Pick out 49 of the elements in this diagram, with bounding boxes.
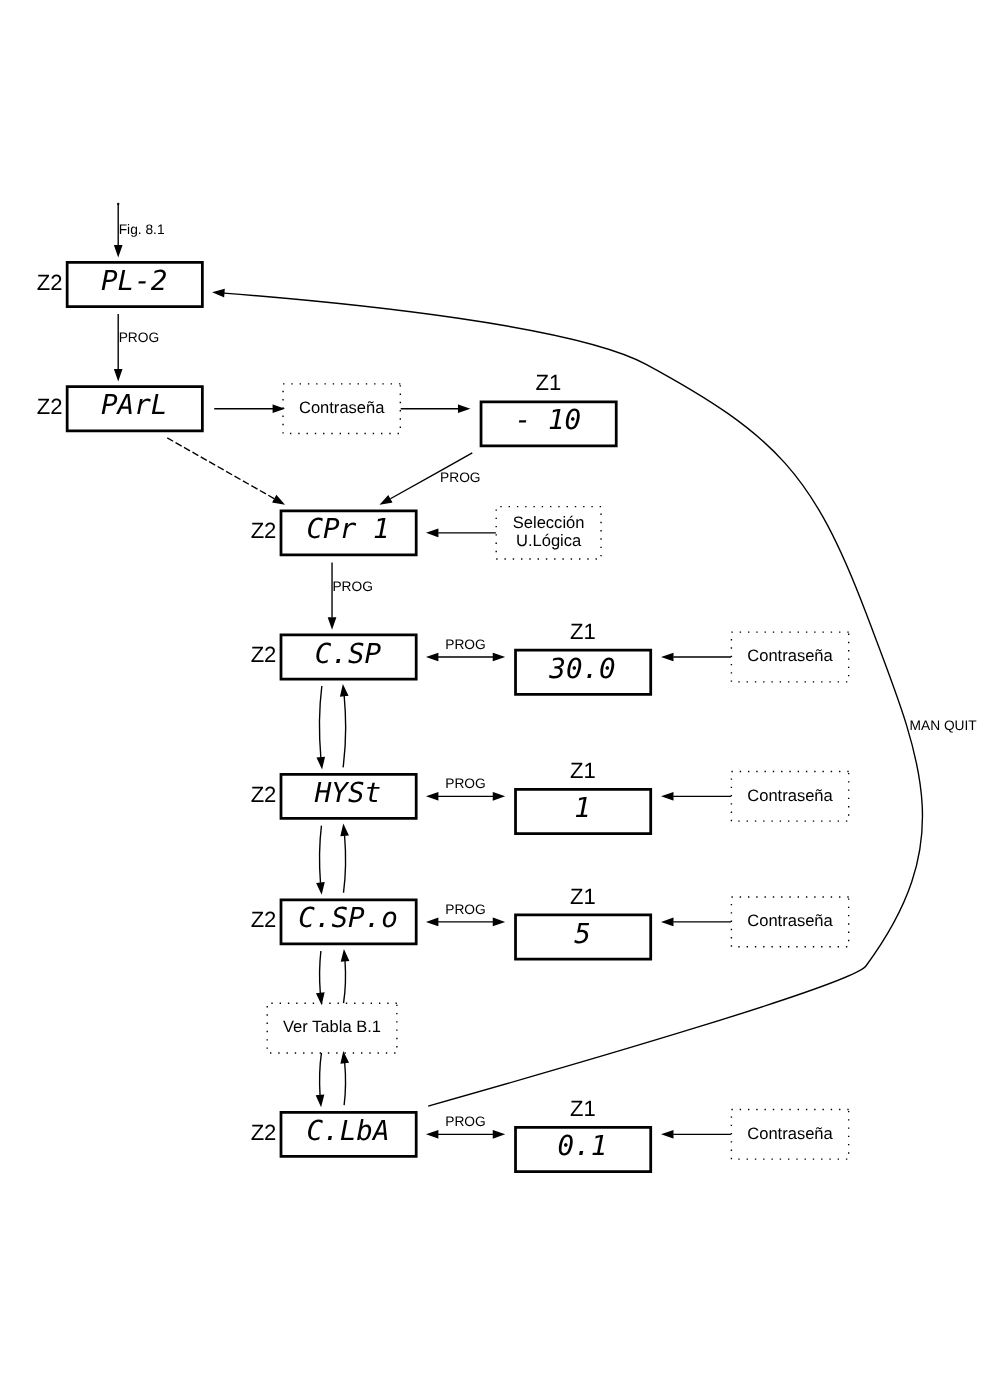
arrow — [327, 561, 337, 630]
node-box: 30.0 — [514, 648, 653, 696]
arrow — [379, 452, 473, 505]
arrow — [316, 824, 325, 895]
arrow — [339, 683, 349, 769]
node-box: CPr 1 — [279, 509, 418, 557]
arrow — [113, 313, 123, 382]
node-label: Z2 — [250, 644, 277, 669]
arrow — [425, 652, 506, 662]
node-label: Z1 — [570, 885, 596, 910]
node-label: Z2 — [250, 909, 277, 934]
node-box: - 10 — [479, 400, 618, 448]
node-label: Z1 — [535, 372, 562, 397]
node-box: PArL — [65, 385, 204, 433]
node-box: C.SP.o — [279, 898, 418, 946]
arrow — [661, 917, 732, 927]
node-box: 0.1 — [514, 1126, 653, 1173]
arrow — [315, 1052, 325, 1108]
node-label: Z2 — [250, 1121, 277, 1146]
arrow — [661, 652, 732, 662]
node-box: PL-2 — [65, 261, 204, 308]
arrow — [425, 917, 506, 927]
node-box: C.LbA — [279, 1110, 418, 1158]
arrow — [212, 288, 924, 1107]
arrow — [340, 1050, 350, 1106]
node-label: Z1 — [570, 620, 596, 645]
node-box: C.SP — [279, 633, 418, 681]
node-label: Z2 — [36, 395, 63, 420]
arrow — [340, 948, 350, 1004]
arrow — [661, 1130, 732, 1139]
node-box: 1 — [514, 788, 653, 835]
arrow — [213, 404, 286, 414]
node-label: Z2 — [250, 520, 277, 545]
arrow — [425, 792, 506, 801]
node-label: Z2 — [36, 271, 63, 296]
arrow — [166, 437, 286, 505]
node-label: Z1 — [570, 1098, 596, 1123]
arrow — [315, 950, 325, 1006]
arrow — [661, 792, 732, 801]
arrow — [340, 823, 349, 894]
node-box: HYSt — [279, 772, 418, 820]
arrow — [316, 685, 326, 770]
node-label: Z2 — [250, 783, 277, 808]
arrow — [113, 204, 123, 258]
arrow — [425, 1130, 506, 1139]
node-box: 5 — [514, 913, 653, 961]
node-label: Z1 — [570, 760, 596, 785]
arrow — [400, 404, 471, 414]
arrow — [426, 528, 497, 538]
